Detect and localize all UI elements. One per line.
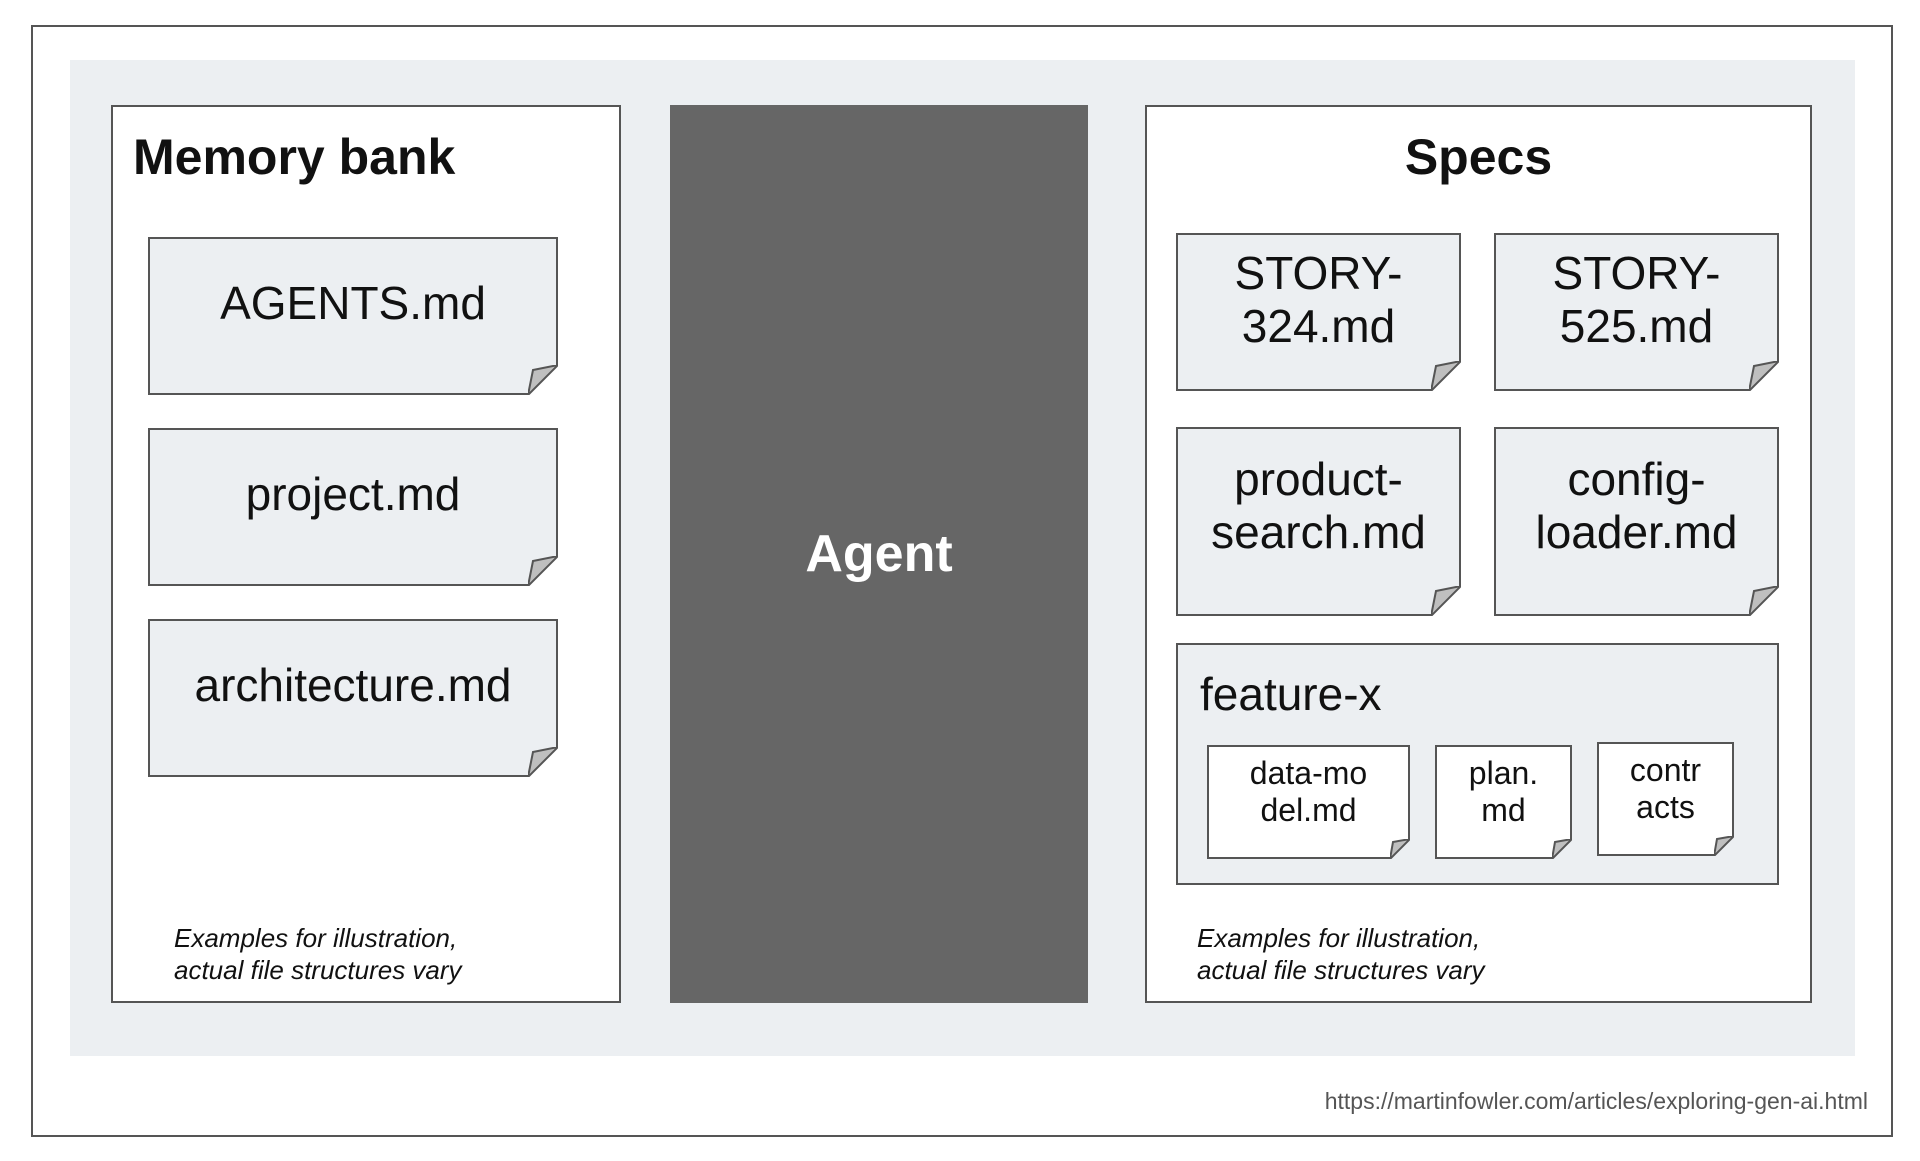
file-name: data-mo del.md [1249,755,1368,828]
page-fold-icon [1552,839,1572,859]
spec-file-story-324: STORY- 324.md [1176,233,1461,391]
folder-file-plan: plan. md [1435,745,1572,859]
file-name: STORY- 324.md [1234,247,1403,352]
page-fold-icon [1749,586,1779,616]
agent-block: Agent [670,105,1088,1003]
file-name: STORY- 525.md [1552,247,1721,352]
note-line: actual file structures vary [174,955,462,985]
specs-title: Specs [1404,129,1553,185]
file-name: plan. md [1468,755,1539,828]
page-fold-icon [1431,361,1461,391]
file-project-md: project.md [148,428,558,586]
file-agents-md: AGENTS.md [148,237,558,395]
file-name: config- loader.md [1535,453,1738,558]
page-fold-icon [1749,361,1779,391]
folder-file-contracts: contr acts [1597,742,1734,856]
page-fold-icon [528,747,558,777]
file-architecture-md: architecture.md [148,619,558,777]
page-fold-icon [1714,836,1734,856]
file-name: AGENTS.md [220,277,486,329]
memory-bank-title: Memory bank [133,129,456,185]
folder-file-data-model: data-mo del.md [1207,745,1410,859]
note-line: actual file structures vary [1197,955,1485,985]
page-fold-icon [1390,839,1410,859]
specs-note: Examples for illustration, actual file s… [1197,922,1485,986]
spec-file-product-search: product- search.md [1176,427,1461,616]
folder-name: feature-x [1200,668,1382,720]
page-fold-icon [1431,586,1461,616]
file-name: project.md [245,468,461,520]
memory-bank-note: Examples for illustration, actual file s… [174,922,462,986]
spec-file-config-loader: config- loader.md [1494,427,1779,616]
note-line: Examples for illustration, [174,923,458,953]
page-fold-icon [528,556,558,586]
spec-file-story-525: STORY- 525.md [1494,233,1779,391]
note-line: Examples for illustration, [1197,923,1481,953]
agent-label: Agent [805,525,953,583]
page-fold-icon [528,365,558,395]
source-url: https://martinfowler.com/articles/explor… [1324,1088,1868,1114]
file-name: architecture.md [194,659,512,711]
file-name: product- search.md [1211,453,1426,558]
file-name: contr acts [1629,752,1702,825]
